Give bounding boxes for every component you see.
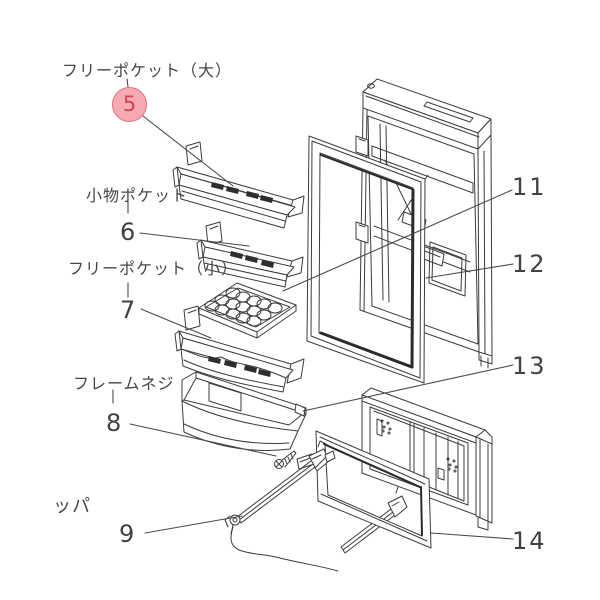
label-stopper-partial: ッパ bbox=[53, 496, 91, 517]
callout-13: 13 bbox=[512, 352, 547, 380]
callout-7: 7 bbox=[120, 296, 136, 324]
freezer-gasket-drawing bbox=[316, 431, 431, 548]
label-small-items-pocket: 小物ポケット bbox=[86, 186, 189, 205]
pocket-free-small-drawing bbox=[175, 306, 304, 392]
callout-8: 8 bbox=[106, 409, 122, 437]
callout-14: 14 bbox=[512, 527, 547, 555]
callout-balloon-5-number: 5 bbox=[122, 92, 137, 116]
pocket-large-drawing bbox=[173, 142, 304, 228]
stopper-arm-drawing bbox=[225, 441, 338, 571]
callout-6: 6 bbox=[120, 218, 136, 246]
egg-tray-drawing bbox=[199, 283, 296, 338]
pocket-small-items-drawing bbox=[197, 222, 303, 287]
label-free-pocket-small: フリーポケット（小） bbox=[68, 259, 239, 278]
callout-9: 9 bbox=[119, 520, 135, 548]
bottom-pocket-drawing bbox=[182, 372, 306, 450]
callout-balloon-5[interactable]: 5 bbox=[112, 87, 147, 122]
freezer-door-drawing bbox=[362, 388, 492, 530]
label-free-pocket-large: フリーポケット（大） bbox=[62, 61, 233, 80]
frame-screw-drawing bbox=[275, 451, 297, 469]
callout-12: 12 bbox=[512, 250, 547, 278]
door-drawing bbox=[356, 79, 492, 368]
callout-11: 11 bbox=[512, 173, 547, 201]
leader-lines bbox=[113, 79, 513, 539]
door-gasket-drawing bbox=[307, 136, 425, 383]
label-frame-screw: フレームネジ bbox=[73, 374, 175, 393]
